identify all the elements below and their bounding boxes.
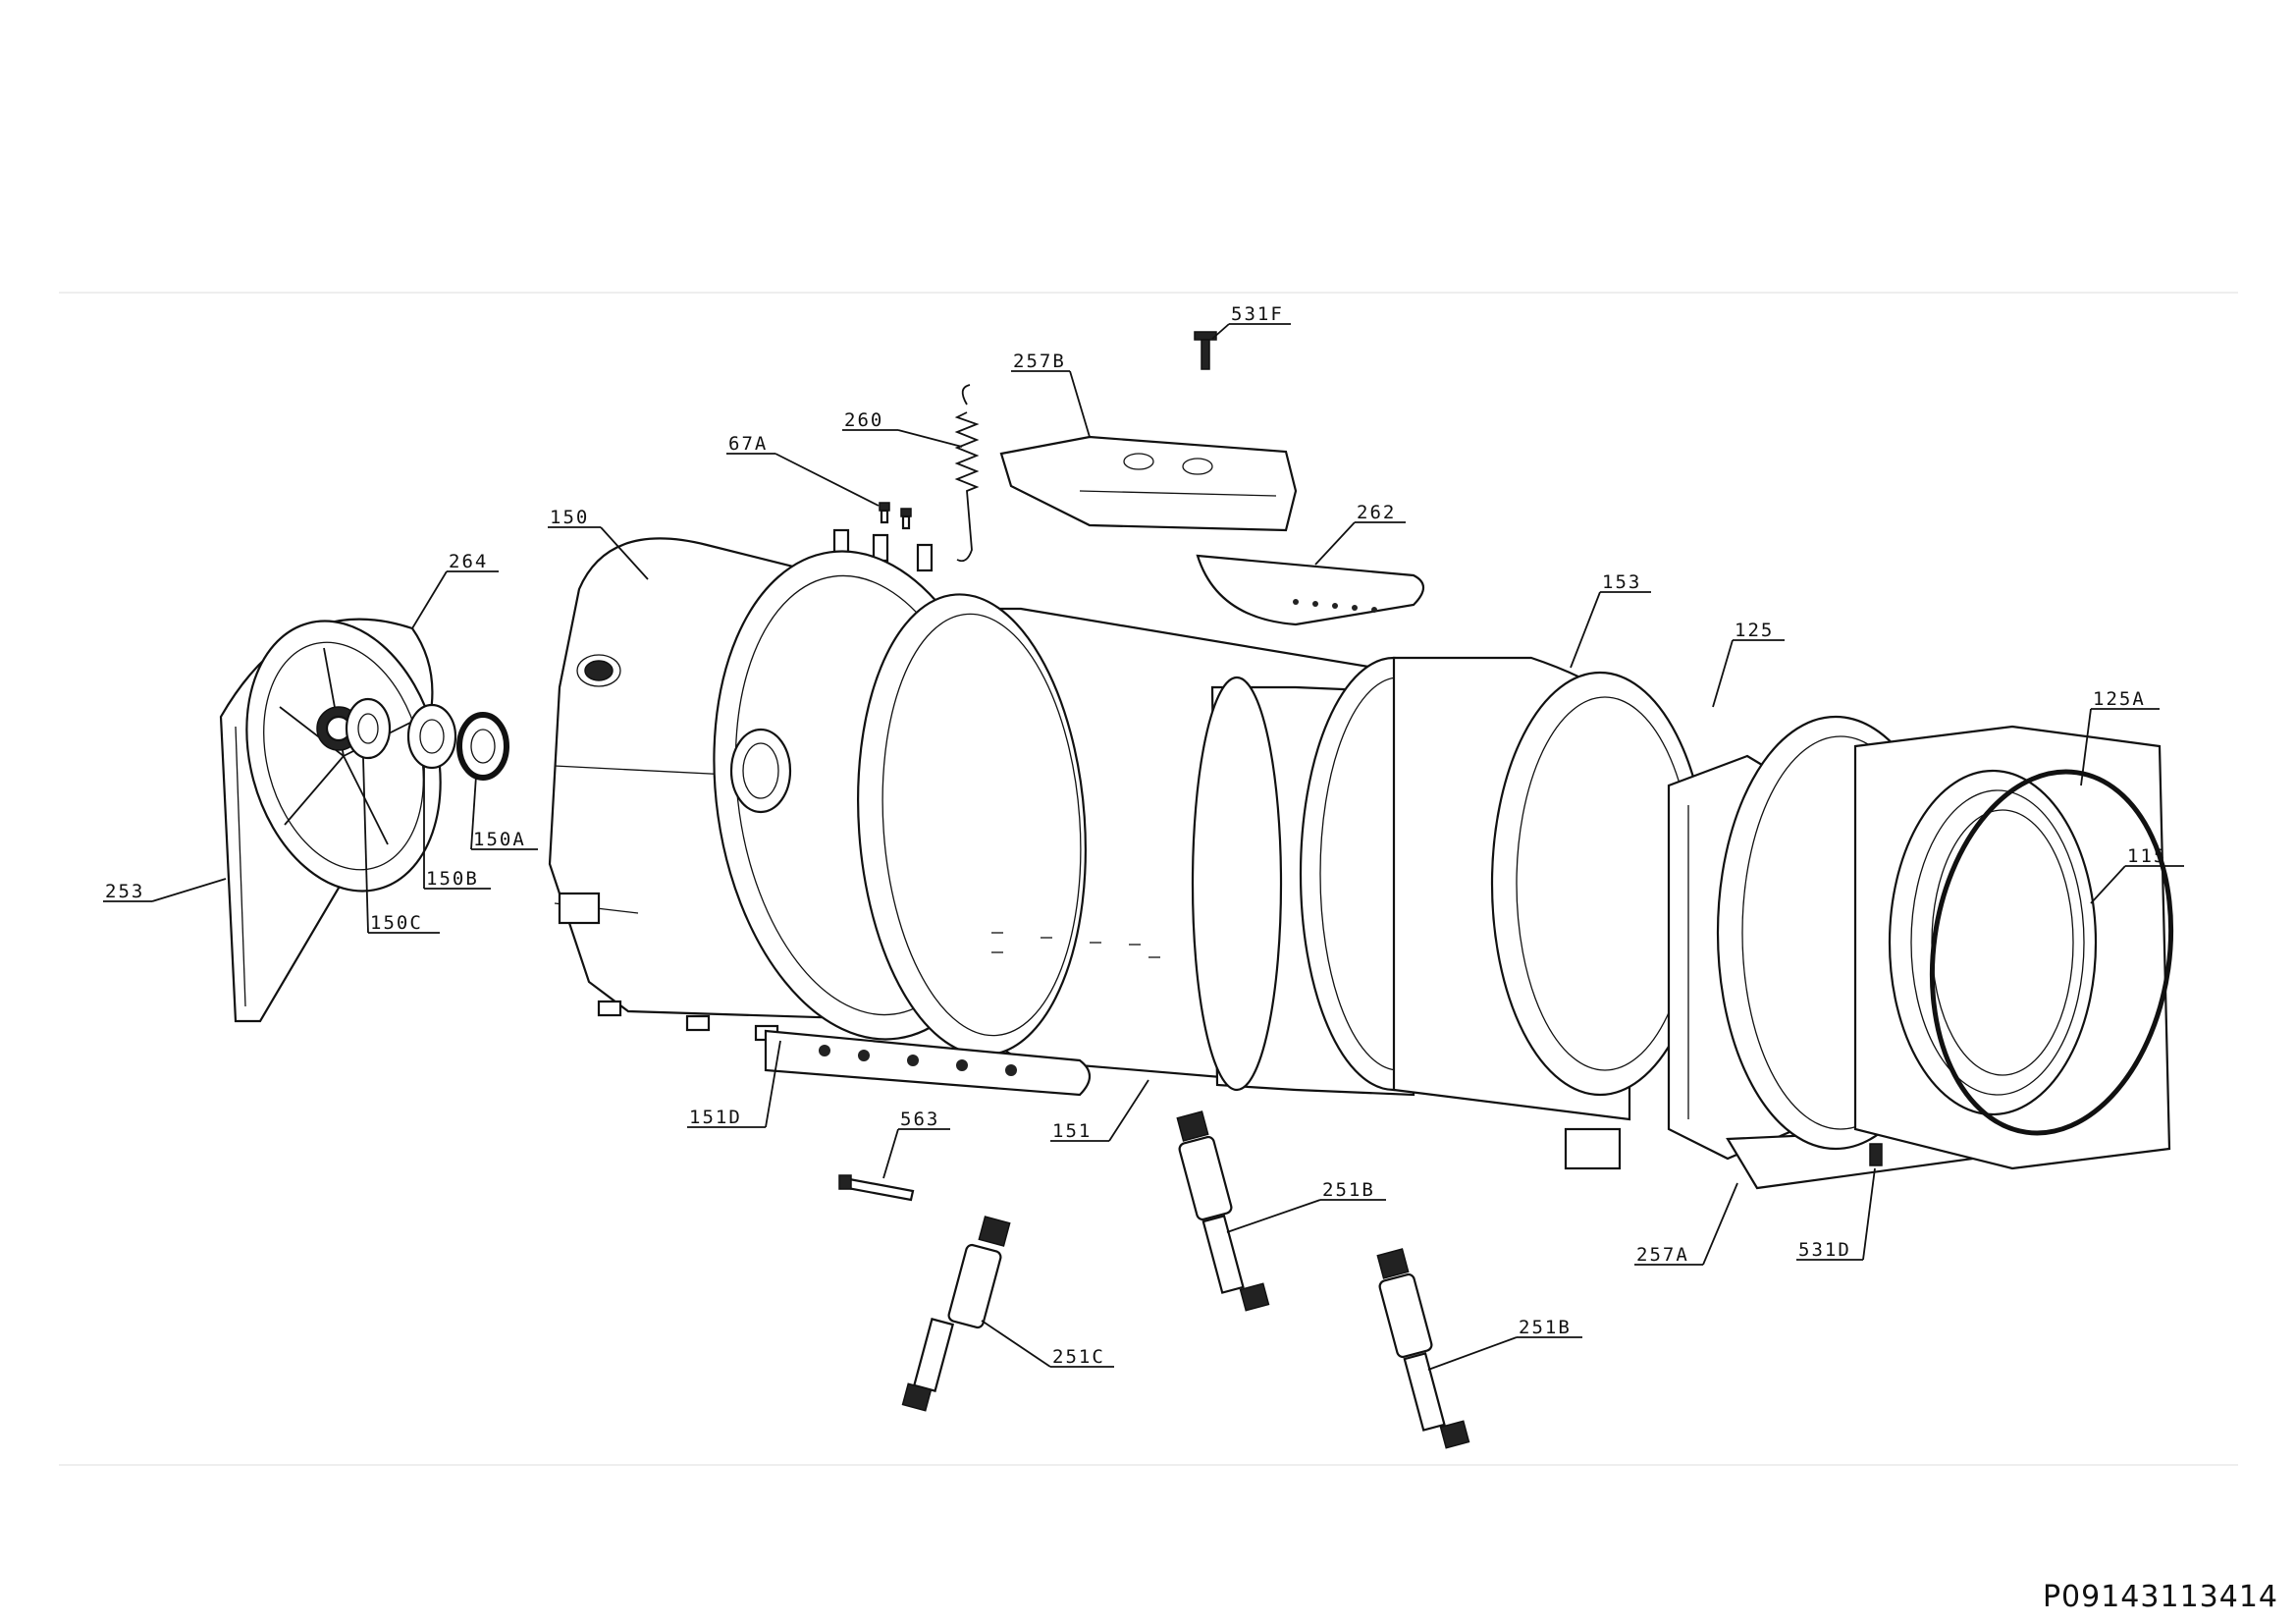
label-531F: 531F bbox=[1231, 303, 1284, 325]
label-150A: 150A bbox=[473, 829, 526, 850]
shock-absorber-251C bbox=[901, 1216, 1011, 1412]
label-125A: 125A bbox=[2093, 688, 2146, 710]
label-251C: 251C bbox=[1052, 1346, 1105, 1368]
label-150C: 150C bbox=[370, 912, 423, 934]
screw-531D bbox=[1869, 1143, 1883, 1166]
clamp-ring-115 bbox=[1929, 769, 2174, 1136]
label-151: 151 bbox=[1052, 1120, 1092, 1142]
bearing-150B bbox=[406, 703, 457, 770]
label-151D: 151D bbox=[689, 1107, 742, 1128]
label-253: 253 bbox=[105, 881, 144, 902]
label-153: 153 bbox=[1602, 571, 1641, 593]
screw-531F bbox=[1194, 331, 1217, 370]
label-150: 150 bbox=[550, 507, 589, 528]
seal-150A bbox=[456, 712, 509, 781]
callouts: 531F 257B 260 67A 262 150 264 153 125 12… bbox=[103, 303, 2184, 1371]
front-tub-half-153 bbox=[1299, 656, 1710, 1170]
counterweight-151D bbox=[764, 1029, 1092, 1097]
shock-absorber-251B-right bbox=[1376, 1248, 1470, 1449]
top-cover-262 bbox=[1196, 554, 1425, 626]
label-67A: 67A bbox=[728, 433, 768, 455]
label-262: 262 bbox=[1357, 502, 1396, 523]
top-counterweight-257B bbox=[999, 435, 1298, 532]
screw-563 bbox=[838, 1174, 915, 1202]
spring-260 bbox=[954, 384, 980, 563]
label-150B: 150B bbox=[426, 868, 479, 890]
label-251B-center: 251B bbox=[1322, 1179, 1375, 1201]
label-531D: 531D bbox=[1798, 1239, 1851, 1261]
document-code: P09143113414 bbox=[2042, 1580, 2278, 1614]
label-260: 260 bbox=[844, 409, 883, 431]
bearing-150C bbox=[345, 697, 392, 760]
shock-absorber-251B-center bbox=[1176, 1110, 1270, 1312]
label-257B: 257B bbox=[1013, 351, 1066, 372]
label-115: 115 bbox=[2127, 845, 2166, 867]
door-seal-125A bbox=[1853, 725, 2171, 1170]
screws-67A bbox=[879, 502, 912, 530]
label-125: 125 bbox=[1735, 620, 1774, 641]
label-257A: 257A bbox=[1636, 1244, 1689, 1266]
label-251B-right: 251B bbox=[1519, 1317, 1572, 1338]
label-563: 563 bbox=[900, 1109, 939, 1130]
label-264: 264 bbox=[449, 551, 488, 572]
